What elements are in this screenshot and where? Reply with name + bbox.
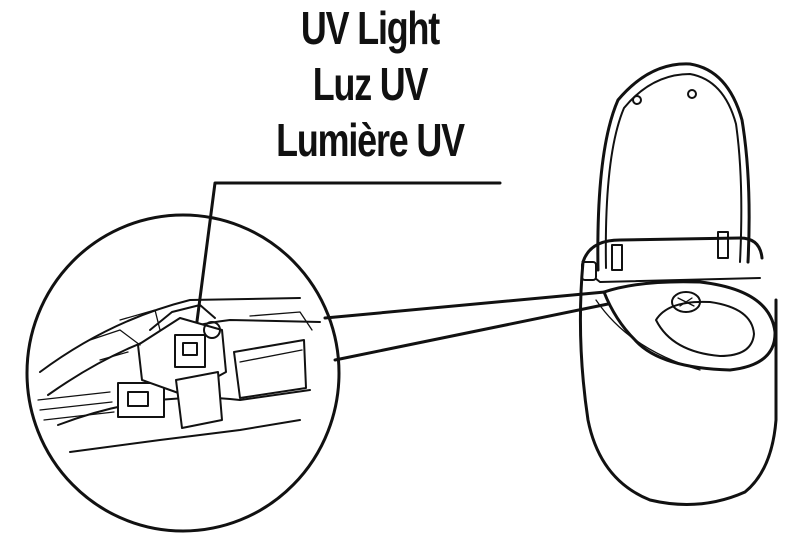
label-english: UV Light — [300, 2, 440, 54]
zoom-connectors — [323, 290, 610, 362]
magnified-detail-circle — [25, 213, 341, 533]
smart-toilet — [578, 62, 778, 506]
label-spanish: Luz UV — [312, 58, 429, 110]
uv-light-label: UV Light Luz UV Lumière UV — [215, 0, 525, 168]
label-french: Lumière UV — [276, 114, 465, 166]
leader-line — [191, 181, 502, 354]
